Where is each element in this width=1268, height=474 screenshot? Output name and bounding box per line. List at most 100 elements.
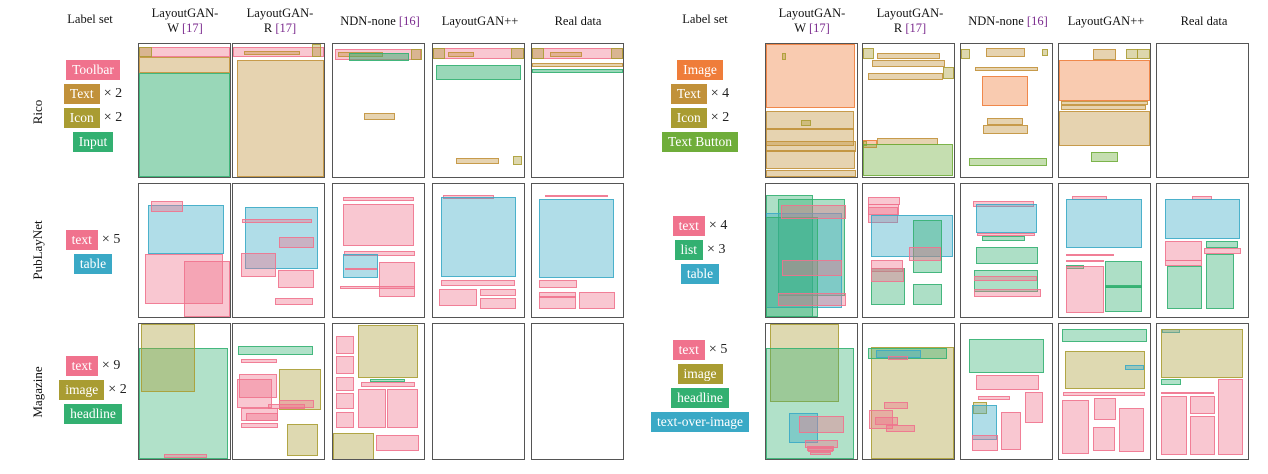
layout-element-text: [361, 382, 415, 388]
layout-element-text: [766, 150, 856, 169]
layout-element-icon: [312, 44, 322, 58]
layout-element-list: [981, 235, 1025, 242]
layout-element-icon: [511, 47, 524, 59]
label-tag-table: table: [680, 264, 720, 284]
row-label-publaynet: PubLayNet: [30, 220, 45, 280]
layout-element-text: [883, 402, 909, 410]
label-tag-icon: Icon: [670, 108, 707, 128]
layout-element-headline: [969, 338, 1044, 373]
column-header-layoutgan-r: LayoutGAN-R [17]: [876, 6, 944, 35]
layout-element-text: [987, 118, 1023, 126]
label-count: × 2: [710, 110, 730, 125]
layout-element-table: [1066, 198, 1142, 248]
layout-element-text: [1059, 110, 1150, 147]
right-layout-panel-r2-c0: [765, 323, 858, 460]
layout-element-text: [544, 194, 609, 198]
layout-element-list: [1167, 266, 1202, 309]
layout-element-text: [164, 453, 208, 458]
label-tag-image: image: [59, 380, 105, 400]
label-count: × 5: [101, 232, 121, 247]
left-layout-panel-r1-c0: [138, 183, 231, 318]
left-layout-panel-r0-c2: [332, 43, 425, 178]
layout-element-text: [807, 448, 834, 453]
layout-element-icon: [863, 141, 867, 147]
layout-element-icon: [1137, 49, 1150, 59]
right-layout-panel-r0-c4: [1156, 43, 1249, 178]
layout-element-image: [769, 324, 839, 403]
right-layout-panel-r0-c1: [862, 43, 955, 178]
row-label-magazine: Magazine: [30, 366, 45, 418]
right-layout-panel-r1-c1: [862, 183, 955, 318]
layout-element-text: [340, 286, 415, 290]
label-tag-headline: headline: [671, 388, 729, 408]
layout-element-input: [435, 65, 522, 80]
layout-element-text: [974, 66, 1039, 71]
layout-element-text: [539, 295, 576, 298]
layout-element-text: [448, 51, 474, 58]
layout-element-textover: [971, 405, 998, 441]
layout-element-text: [277, 270, 314, 288]
label-tag-image: Image: [677, 60, 723, 80]
layout-element-text: [343, 203, 414, 247]
layout-element-text: [1024, 391, 1043, 423]
right-layout-panel-r1-c3: [1058, 183, 1151, 318]
layout-element-image: [357, 325, 418, 378]
layout-element-text: [1217, 379, 1244, 455]
label-tag-table: table: [73, 254, 113, 274]
layout-element-headline: [1160, 379, 1181, 385]
label-item: text× 5: [672, 340, 728, 360]
layout-element-text: [363, 113, 395, 120]
right-layout-panel-r1-c0: [765, 183, 858, 318]
label-tag-image: image: [677, 364, 723, 384]
layout-element-image: [981, 75, 1029, 107]
left-layout-panel-r0-c0: [138, 43, 231, 178]
left-layout-panel-r2-c4: [531, 323, 624, 460]
layout-element-text: [241, 422, 279, 428]
left-layout-panel-r0-c4: [531, 43, 624, 178]
row-label-rico: Rico: [30, 99, 45, 125]
label-item: table: [73, 254, 113, 274]
label-item: table: [680, 264, 720, 284]
layout-element-headline: [370, 379, 405, 383]
layout-element-icon: [800, 119, 812, 127]
layout-element-text: [973, 289, 1042, 298]
layout-element-text: [539, 291, 576, 309]
layout-element-textbutton: [969, 158, 1047, 167]
layout-element-headline: [238, 345, 314, 356]
label-item: image× 2: [59, 380, 127, 400]
layout-element-input: [532, 69, 623, 74]
label-count: × 2: [103, 86, 123, 101]
layout-element-headline: [1061, 329, 1148, 342]
layout-element-text: [267, 403, 305, 410]
layout-element-text: [973, 275, 1037, 282]
left-layout-panel-r2-c1: [232, 323, 325, 460]
label-tag-text: text: [672, 340, 705, 360]
layout-element-text: [532, 62, 623, 67]
layout-element-text: [236, 379, 273, 408]
column-header-ndn-none: NDN-none [16]: [340, 14, 420, 28]
label-item: text× 4: [672, 216, 727, 236]
layout-element-text: [977, 233, 1035, 236]
layout-element-text: [975, 375, 1040, 391]
right-layout-panel-r0-c0: [765, 43, 858, 178]
layout-element-list: [1105, 261, 1142, 288]
layout-element-text: [242, 218, 313, 223]
layout-element-list: [913, 283, 943, 306]
layout-element-table: [343, 254, 378, 279]
layout-element-list: [766, 217, 818, 317]
layout-element-icon: [513, 155, 523, 166]
layout-element-text: [183, 261, 230, 317]
layout-element-text: [480, 298, 516, 309]
label-count: × 5: [708, 342, 728, 357]
label-item: Toolbar: [66, 60, 120, 80]
label-set-header: Label set: [682, 12, 728, 26]
label-item: headline: [671, 388, 729, 408]
layout-element-text: [1160, 391, 1215, 395]
layout-element-text: [971, 434, 999, 451]
label-tag-toolbar: Toolbar: [66, 60, 120, 80]
label-item: text× 9: [65, 356, 120, 376]
layout-element-text: [1066, 254, 1115, 257]
label-tag-list: list: [674, 240, 704, 260]
layout-element-text: [1160, 395, 1187, 455]
